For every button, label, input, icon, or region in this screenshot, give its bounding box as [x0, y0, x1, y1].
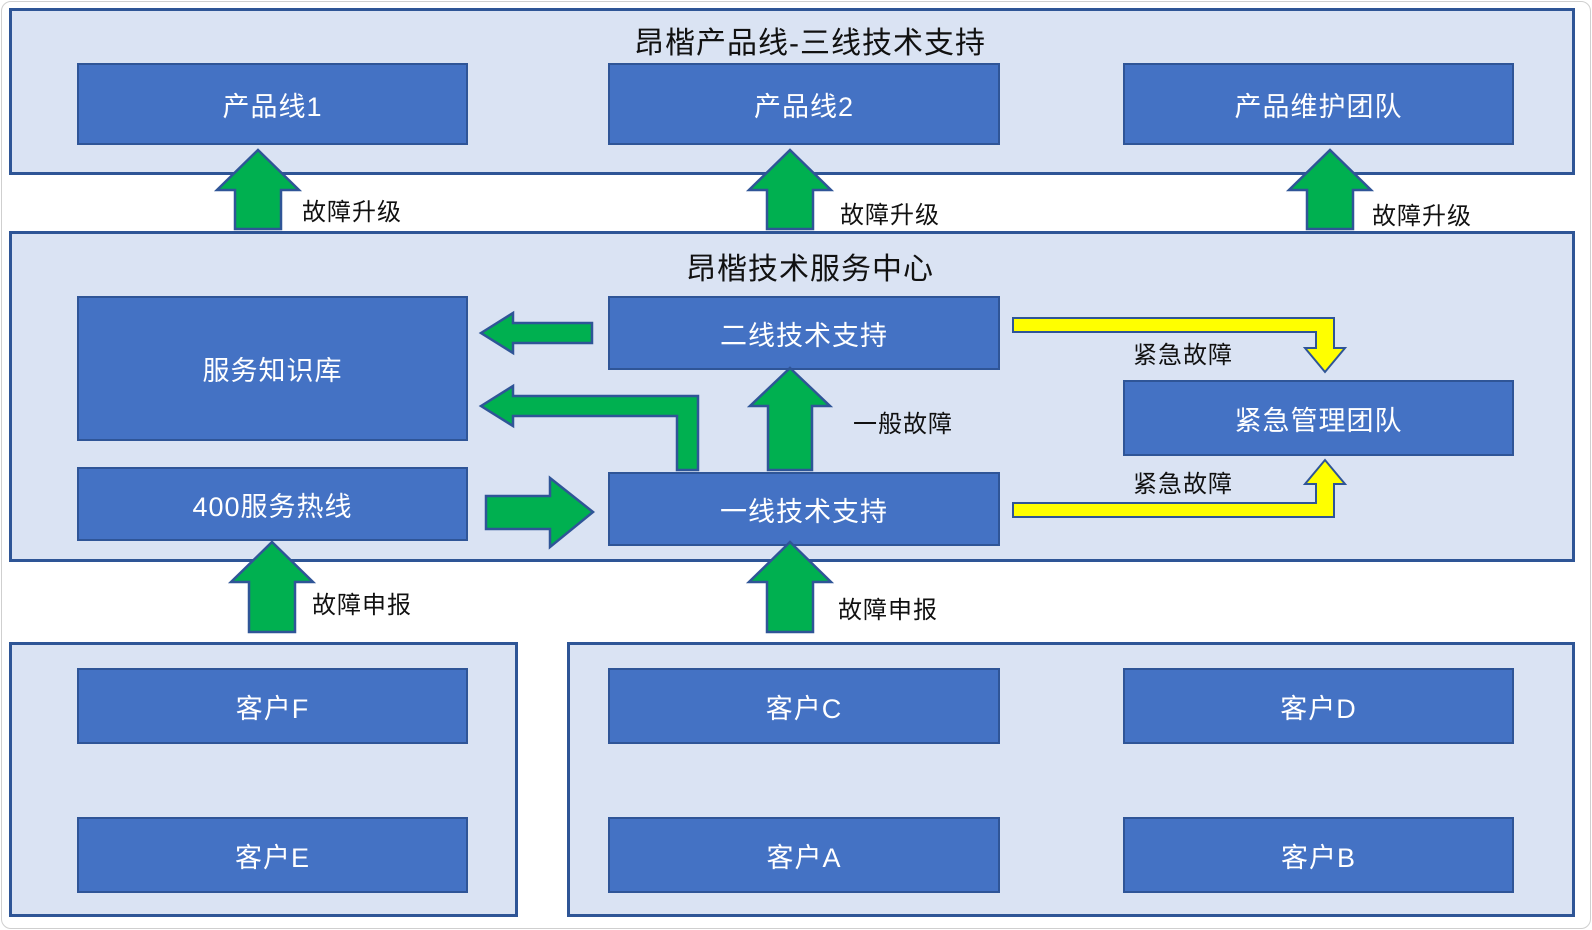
top-section-title: 昂楷产品线-三线技术支持 [634, 27, 986, 60]
box-first-line-support: 一线技术支持 [608, 472, 1000, 546]
box-customer-e: 客户E [77, 817, 468, 893]
box-product-line-2: 产品线2 [608, 63, 1000, 145]
label-emergency-fault-2: 紧急故障 [1133, 471, 1233, 498]
middle-section-title: 昂楷技术服务中心 [686, 253, 934, 286]
box-product-line-1: 产品线1 [77, 63, 468, 145]
box-400-hotline: 400服务热线 [77, 467, 468, 541]
box-service-knowledge-base: 服务知识库 [77, 296, 468, 441]
box-customer-b: 客户B [1123, 817, 1514, 893]
box-customer-a: 客户A [608, 817, 1000, 893]
box-customer-c: 客户C [608, 668, 1000, 744]
label-general-fault: 一般故障 [853, 411, 953, 438]
label-fault-escalation-3: 故障升级 [1372, 203, 1472, 230]
box-customer-d: 客户D [1123, 668, 1514, 744]
label-fault-report-2: 故障申报 [838, 597, 938, 624]
box-customer-f: 客户F [77, 668, 468, 744]
box-product-maintenance-team: 产品维护团队 [1123, 63, 1514, 145]
label-emergency-fault-1: 紧急故障 [1133, 342, 1233, 369]
label-fault-escalation-1: 故障升级 [302, 199, 402, 226]
label-fault-escalation-2: 故障升级 [840, 202, 940, 229]
box-emergency-management-team: 紧急管理团队 [1123, 380, 1514, 456]
box-second-line-support: 二线技术支持 [608, 296, 1000, 370]
label-fault-report-1: 故障申报 [312, 592, 412, 619]
